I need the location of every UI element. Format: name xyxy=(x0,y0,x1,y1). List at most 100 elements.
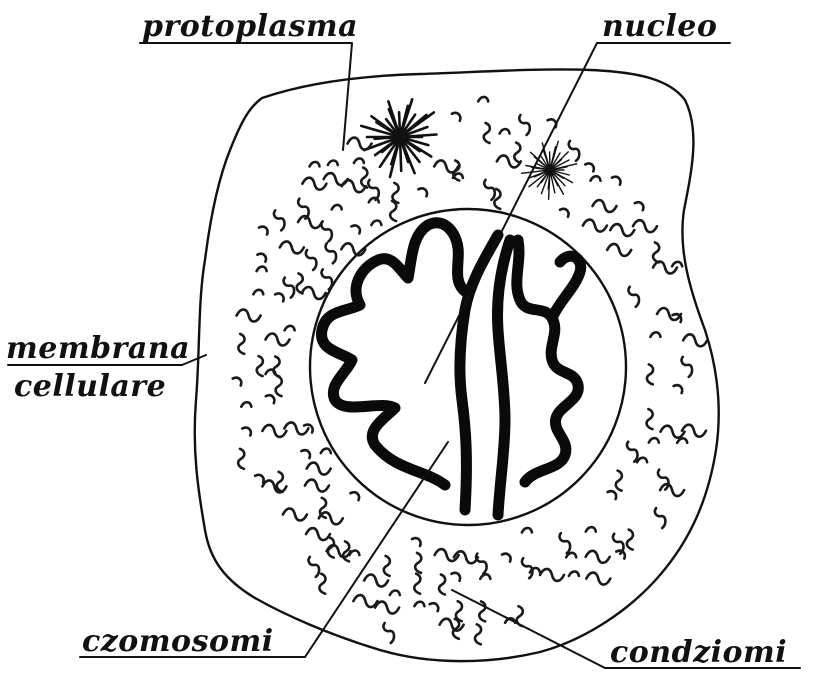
condrioma xyxy=(452,573,461,581)
condrioma xyxy=(414,602,424,607)
condrioma xyxy=(627,530,633,550)
condrioma xyxy=(682,357,692,377)
condrioma xyxy=(284,278,294,298)
aster-ray xyxy=(400,137,401,171)
condrioma xyxy=(361,168,367,188)
label-condriomi: condziomi xyxy=(610,635,787,670)
condrioma xyxy=(627,442,637,462)
aster-centrosome-left xyxy=(361,99,436,177)
condrioma xyxy=(672,262,682,267)
condrioma xyxy=(519,115,529,135)
condrioma xyxy=(593,200,617,212)
condrioma xyxy=(633,220,657,232)
condrioma xyxy=(237,310,261,322)
condrioma xyxy=(418,188,427,196)
condrioma xyxy=(430,603,439,611)
chromosome-right-loop xyxy=(517,240,581,482)
condrioma xyxy=(540,569,564,581)
label-cellulare: cellulare xyxy=(14,369,166,404)
condrioma xyxy=(266,395,275,403)
leader-protoplasma xyxy=(140,43,352,150)
label-cromosomi: czomosomi xyxy=(82,624,274,659)
condrioma xyxy=(332,205,342,210)
condrioma xyxy=(233,378,242,386)
chromosome-left-loop xyxy=(322,223,466,485)
condrioma xyxy=(274,210,284,230)
condrioma xyxy=(257,356,263,376)
condrioma xyxy=(453,173,463,178)
condrioma xyxy=(302,287,326,299)
condrioma xyxy=(612,177,621,185)
condrioma xyxy=(475,624,481,644)
condrioma xyxy=(480,574,490,579)
condrioma xyxy=(257,267,267,272)
condrioma xyxy=(277,472,283,492)
condrioma xyxy=(500,129,510,134)
condrioma xyxy=(364,575,388,587)
condrioma xyxy=(412,538,421,546)
condrioma xyxy=(674,385,683,393)
condrioma xyxy=(456,601,462,621)
condrioma xyxy=(354,158,364,163)
condrioma xyxy=(262,425,286,437)
condrioma xyxy=(238,334,244,354)
condrioma xyxy=(522,528,532,533)
condrioma xyxy=(390,591,400,596)
condrioma xyxy=(530,568,540,573)
condrioma xyxy=(349,551,359,556)
condrioma xyxy=(321,449,331,454)
condrioma xyxy=(647,409,653,429)
condrioma xyxy=(452,113,461,121)
condrioma xyxy=(569,571,579,576)
condrioma xyxy=(514,143,520,163)
condrioma xyxy=(661,426,685,438)
condrioma xyxy=(305,480,329,492)
condrioma xyxy=(583,220,607,232)
condrioma xyxy=(351,225,360,233)
condrioma xyxy=(649,438,659,443)
condrioma xyxy=(266,334,290,346)
condrioma xyxy=(569,141,579,161)
condrioma xyxy=(241,402,251,407)
condrioma xyxy=(384,623,394,643)
condrioma xyxy=(301,450,310,458)
condrioma xyxy=(259,227,268,235)
condrioma xyxy=(371,221,381,226)
condrioma xyxy=(586,573,610,585)
condrioma xyxy=(280,241,304,253)
label-protoplasma: protoplasma xyxy=(142,9,358,44)
condrioma xyxy=(610,224,634,236)
condrioma xyxy=(439,575,445,595)
chromosome-center-right xyxy=(498,240,511,515)
aster-centrosome-right xyxy=(522,141,577,199)
condrioma xyxy=(390,201,396,221)
condrioma xyxy=(384,556,390,576)
condrioma xyxy=(310,162,320,167)
condrioma xyxy=(566,553,576,558)
condrioma xyxy=(629,287,639,307)
condrioma xyxy=(328,161,338,166)
condrioma xyxy=(322,269,332,289)
condrioma xyxy=(585,163,594,171)
condrioma xyxy=(375,602,399,614)
condrioma xyxy=(637,458,647,463)
condrioma xyxy=(275,293,284,301)
condrioma xyxy=(309,557,319,577)
condrioma xyxy=(484,180,494,200)
condrioma xyxy=(586,527,596,532)
condrioma xyxy=(253,290,263,295)
condrioma xyxy=(298,216,322,228)
condrioma xyxy=(682,425,706,437)
condrioma xyxy=(607,244,631,256)
condrioma xyxy=(319,574,325,594)
condrioma xyxy=(307,463,331,475)
condrioma xyxy=(453,619,459,639)
condrioma xyxy=(285,326,295,331)
condrioma xyxy=(522,558,532,578)
condrioma xyxy=(502,554,511,562)
condrioma xyxy=(586,551,610,563)
condrioma xyxy=(276,376,282,396)
condrioma xyxy=(321,221,331,241)
